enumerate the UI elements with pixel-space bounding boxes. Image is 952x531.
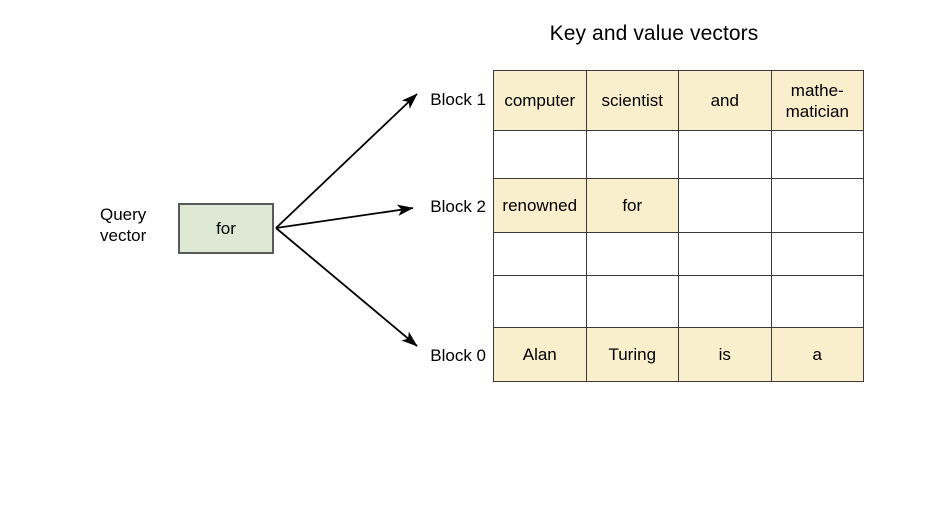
grid-cell-r4-c3[interactable] [770,275,864,328]
grid-cell-r2-c3[interactable] [770,178,864,233]
grid-cell-r4-c0[interactable] [493,275,587,328]
grid-cell-r3-c0[interactable] [493,232,587,276]
query-vector-box[interactable]: for [178,203,274,254]
grid-cell-r1-c1[interactable] [585,130,679,179]
grid-row [493,130,864,179]
grid-cell-r3-c2[interactable] [678,232,772,276]
grid-cell-r2-c1[interactable]: for [585,178,679,233]
arrow-to-block-0-line [275,227,418,347]
grid-cell-r5-c2[interactable]: is [678,327,772,382]
block-label-0: Block 0 [430,346,486,365]
grid-cell-r3-c1[interactable] [585,232,679,276]
grid-cell-r4-c1[interactable] [585,275,679,328]
grid-cell-r3-c3[interactable] [770,232,864,276]
query-vector-label: Query vector [100,204,172,246]
grid-cell-r0-c2[interactable]: and [678,70,772,131]
query-vector-label-line2: vector [100,226,147,245]
grid-cell-r4-c2[interactable] [678,275,772,328]
grid-row [493,275,864,328]
block-label-2: Block 2 [430,197,486,216]
grid-row [493,232,864,276]
arrow-to-block-2-line [275,204,414,229]
block-label-1: Block 1 [430,90,486,109]
grid-cell-r0-c1[interactable]: scientist [585,70,679,131]
grid-cell-r5-c0[interactable]: Alan [493,327,587,382]
query-vector-label-line1: Query [100,205,147,224]
grid-cell-r1-c3[interactable] [770,130,864,179]
page-title: Key and value vectors [549,22,759,45]
grid-cell-r5-c3[interactable]: a [770,327,864,382]
arrow-to-block-1-line [275,93,418,229]
grid-cell-r2-c2[interactable] [678,178,772,233]
grid-cell-r0-c3[interactable]: mathe-matician [770,70,864,131]
grid-cell-r5-c1[interactable]: Turing [585,327,679,382]
grid-cell-r2-c0[interactable]: renowned [493,178,587,233]
query-vector-token: for [216,218,236,238]
grid-cell-r0-c0[interactable]: computer [493,70,587,131]
grid-cell-r1-c2[interactable] [678,130,772,179]
grid-cell-r1-c0[interactable] [493,130,587,179]
